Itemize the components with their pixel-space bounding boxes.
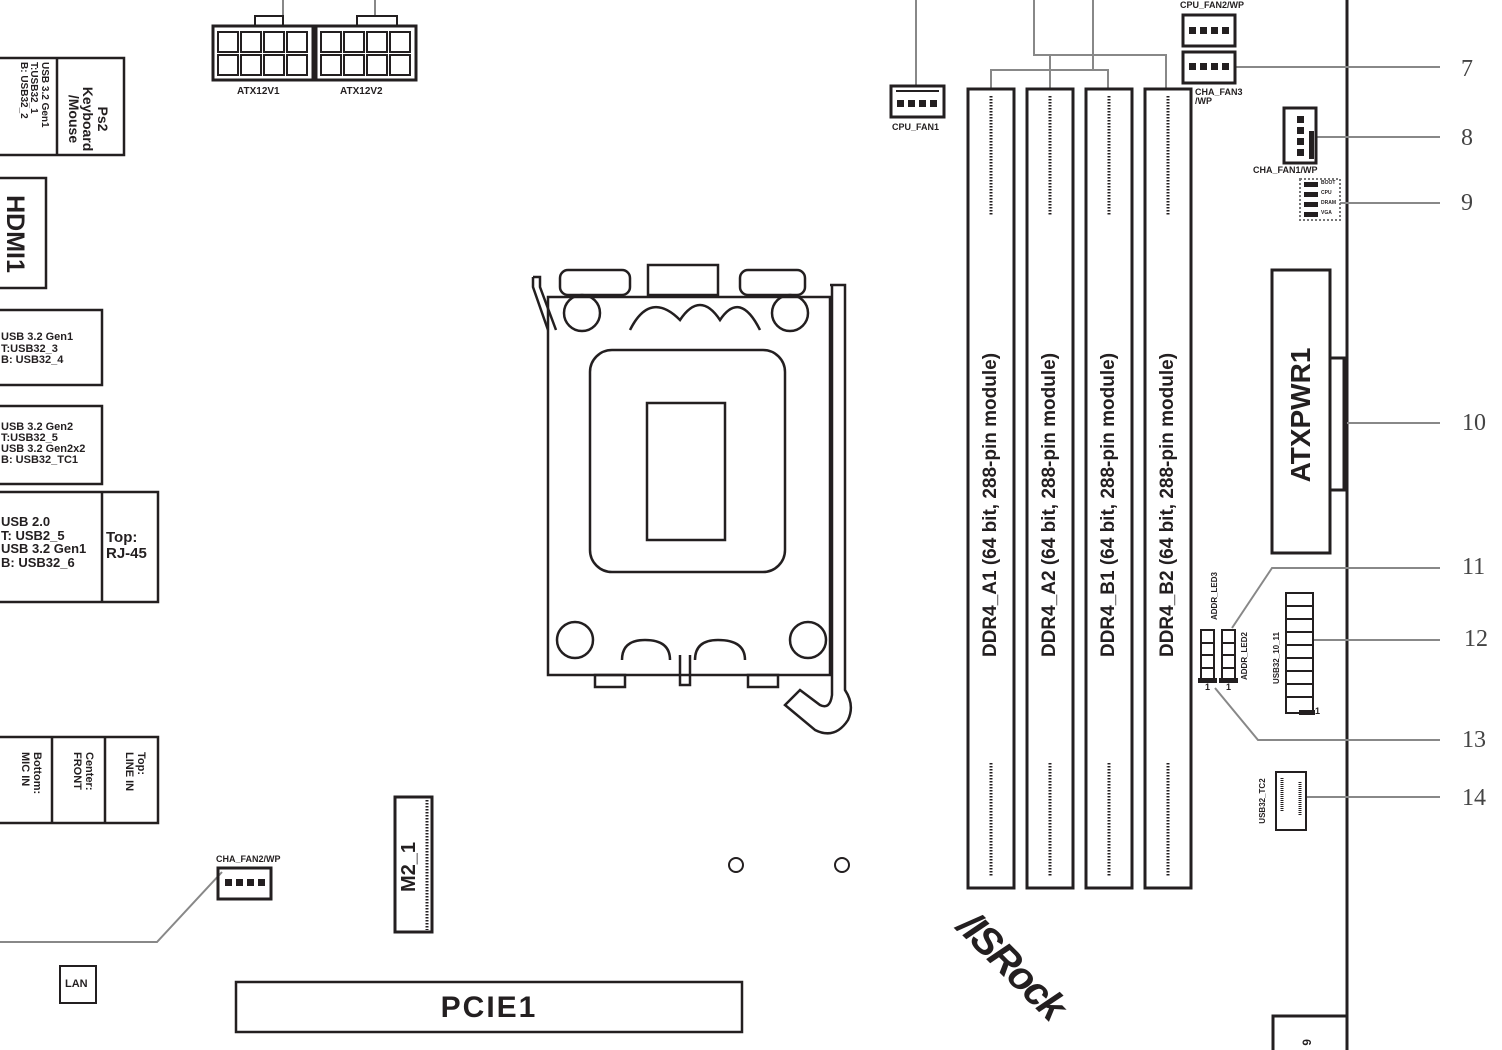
lan-label: LAN [65,978,88,990]
callout-12: 12 [1464,626,1488,652]
audio-mic-in: Bottom: MIC IN [19,752,43,795]
rear-io [0,56,160,825]
cpu-fan1-label: CPU_FAN1 [892,122,940,132]
hdmi1-label: HDMI1 [1,195,30,273]
usb20-label: USB 2.0 T: USB2_5 USB 3.2 Gen1 B: USB32_… [1,514,87,570]
atx12v1-label: ATX12V1 [237,86,280,97]
addr-led2-label: ADDR_LED2 [1239,632,1249,681]
m2-label: M2_1 [397,841,420,893]
atx12v2-connector [314,15,418,82]
usb-gen2-label: USB 3.2 Gen2 T:USB32_5 USB 3.2 Gen2x2 B:… [1,421,86,466]
lan-chip [59,965,97,1004]
addr-led3-label: ADDR_LED3 [1209,572,1219,621]
usb32-10-11-header [1285,592,1315,715]
callout-10: 10 [1462,410,1486,436]
led-cpu: CPU [1321,190,1332,196]
addr-led2-header [1219,629,1238,683]
m2-slot [393,795,434,934]
atx12v1-connector [211,15,315,82]
callout-8: 8 [1461,125,1473,151]
usb-top-label: USB 3.2 Gen1 T:USB32_1 B: USB32_2 [18,62,50,128]
dimm-a2-label: DDR4_A2 (64 bit, 288-pin module) [1039,352,1061,658]
atxpwr1-connector [1270,268,1346,555]
cha-fan3-header [1181,50,1237,85]
callout-11: 11 [1462,554,1486,580]
status-leds [1299,178,1341,221]
usb32-tc2-header [1275,771,1307,831]
mount-hole [834,857,850,873]
usb32-10-11-pin1: 1 [1315,706,1321,716]
mount-hole [728,857,744,873]
rj45-label: Top: RJ-45 [106,529,147,562]
usb-gen1-label: USB 3.2 Gen1 T:USB32_3 B: USB32_4 [1,331,74,367]
bottom-right-connector [1271,1014,1349,1050]
pcie1-label: PCIE1 [440,991,538,1025]
atxpwr1-label: ATXPWR1 [1285,347,1317,483]
addr-led2-pin1: 1 [1226,682,1232,692]
callout-7: 7 [1461,56,1473,82]
pcie1-slot [234,980,744,1034]
audio-front: Center: FRONT [71,752,95,791]
addr-led3-header [1198,629,1217,683]
ps2-label: Ps2 Keyboard /Mouse [65,86,112,152]
cpu-fan2-header [1181,13,1237,48]
dimm-a1-label: DDR4_A1 (64 bit, 288-pin module) [980,352,1002,658]
usb32-10-11-label: USB32_10_11 [1271,631,1281,685]
dimm-b1-label: DDR4_B1 (64 bit, 288-pin module) [1098,352,1120,658]
callout-13: 13 [1462,727,1486,753]
cha-fan2-label: CHA_FAN2/WP [216,854,281,864]
usb32-tc2-label: USB32_TC2 [1257,778,1267,824]
cpu-fan1-header [889,84,946,119]
led-vga: VGA [1321,210,1332,216]
audio-line-in: Top: LINE IN [123,752,147,792]
cha-fan1-header [1282,106,1318,165]
cha-fan1-label: CHA_FAN1/WP [1253,165,1318,175]
atx12v2-label: ATX12V2 [340,86,383,97]
bottom-right-label: 6 [1299,1038,1314,1046]
callout-lines [0,0,1440,943]
cpu-socket [531,263,853,735]
cha-fan2-header [216,866,273,901]
led-dram: DRAM [1321,200,1336,206]
callout-14: 14 [1462,785,1486,811]
dimm-slots [966,87,1193,890]
dimm-b2-label: DDR4_B2 (64 bit, 288-pin module) [1157,352,1179,658]
cha-fan3-label: CHA_FAN3 /WP [1195,87,1243,107]
led-boot: BOOT [1321,180,1336,186]
addr-led3-pin1: 1 [1205,682,1211,692]
callout-9: 9 [1461,190,1473,216]
cpu-fan2-label: CPU_FAN2/WP [1180,0,1245,10]
